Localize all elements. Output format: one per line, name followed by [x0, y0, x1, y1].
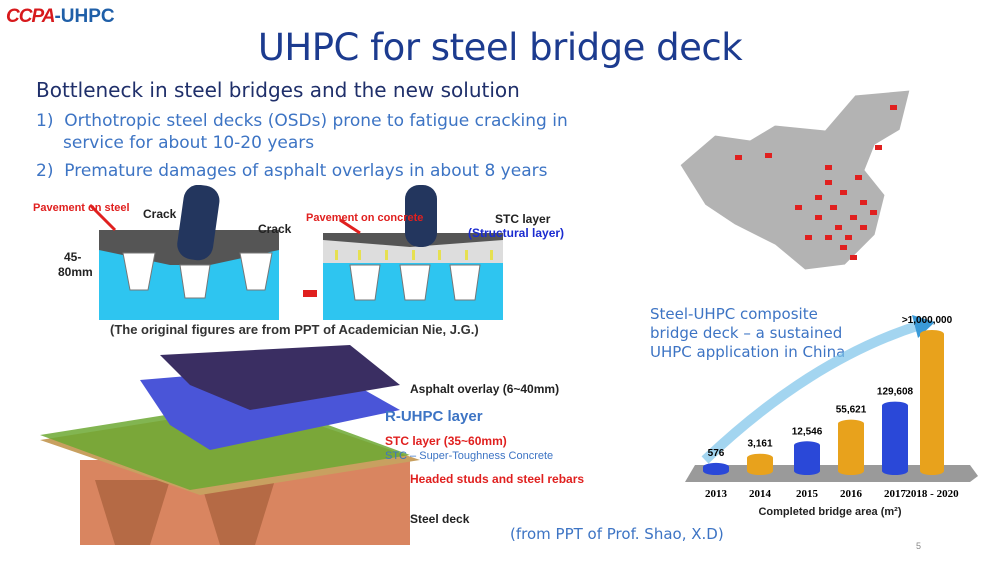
- flag-icon: [835, 225, 842, 230]
- annotation-line: UHPC application in China: [650, 343, 846, 361]
- flag-icon: [870, 210, 877, 215]
- logo-uhpc: -UHPC: [54, 6, 115, 27]
- figure-credit: (The original figures are from PPT of Ac…: [110, 322, 479, 337]
- bar-2015: [794, 441, 820, 475]
- flag-icon: [850, 215, 857, 220]
- label-crack: Crack: [258, 222, 292, 236]
- data-label: 12,546: [792, 426, 823, 437]
- growth-arrowhead: [912, 315, 935, 338]
- flag-icon: [860, 225, 867, 230]
- data-label: >1,000,000: [902, 315, 953, 326]
- logo: CCPA-UHPC: [6, 6, 115, 28]
- page-number: 5: [916, 541, 922, 551]
- x-tick-label: 2015: [796, 488, 819, 500]
- data-label: 3,161: [747, 439, 772, 450]
- bar-2014: [747, 453, 773, 475]
- flag-icon: [825, 165, 832, 170]
- flag-icon: [825, 235, 832, 240]
- slide-subtitle: Bottleneck in steel bridges and the new …: [36, 78, 520, 102]
- source-credit: (from PPT of Prof. Shao, X.D): [510, 525, 724, 543]
- flag-icon: [825, 180, 832, 185]
- growth-arrow: [701, 320, 922, 464]
- data-label: 55,621: [836, 405, 867, 416]
- x-tick-label: 2013: [705, 488, 728, 500]
- x-tick-label: 2018 - 2020: [905, 488, 959, 500]
- label-structural-layer: (Structural layer): [468, 226, 565, 240]
- flag-icon: [795, 205, 802, 210]
- x-axis-label: Completed bridge area (m²): [758, 506, 901, 518]
- list-item: 1) Orthotropic steel decks (OSDs) prone …: [36, 110, 568, 154]
- annotation-line: Steel-UHPC composite: [650, 305, 818, 323]
- flag-icon: [890, 105, 897, 110]
- label-studs: Headed studs and steel rebars: [410, 472, 585, 486]
- data-label: 576: [708, 448, 725, 459]
- label-crack: Crack: [143, 207, 177, 221]
- deck-layers-figure: [40, 345, 420, 545]
- flag-icon: [840, 190, 847, 195]
- flag-icon: [735, 155, 742, 160]
- item-text: Orthotropic steel decks (OSDs) prone to …: [64, 111, 568, 131]
- flag-icon: [840, 245, 847, 250]
- flag-icon: [855, 175, 862, 180]
- item-number: 2): [36, 161, 54, 181]
- flag-icon: [765, 153, 772, 158]
- label-asphalt: Asphalt overlay (6~40mm): [410, 382, 560, 396]
- item-text: Premature damages of asphalt overlays in…: [64, 161, 548, 181]
- flag-icon: [830, 205, 837, 210]
- label-stc-layer: STC layer: [495, 212, 551, 226]
- china-map: [679, 89, 911, 271]
- label-rhupc: R-UHPC layer: [385, 408, 483, 425]
- label-pavement-concrete: Pavement on concrete: [306, 212, 424, 224]
- label-steel-deck: Steel deck: [410, 512, 470, 526]
- x-tick-label: 2014: [749, 488, 772, 500]
- bar-2017: [882, 401, 908, 475]
- item-text: service for about 10-20 years: [63, 133, 315, 153]
- label-stc-definition: STC – Super-Toughness Concrete: [385, 450, 554, 462]
- logo-ccpa: CCPA: [6, 6, 55, 27]
- bar-2018 - 2020: [920, 330, 944, 475]
- flag-icon: [850, 255, 857, 260]
- flag-icon: [860, 200, 867, 205]
- label-thickness: 80mm: [58, 265, 93, 279]
- flag-icon: [815, 195, 822, 200]
- chart-annotation: Steel-UHPC composite bridge deck – a sus…: [650, 305, 845, 362]
- label-pavement-steel: Pavement on steel: [33, 202, 130, 214]
- flag-icon: [815, 215, 822, 220]
- item-number: 1): [36, 111, 54, 131]
- label-thickness: 45-: [64, 250, 82, 264]
- flag-icon: [805, 235, 812, 240]
- x-tick-label: 2016: [840, 488, 863, 500]
- bridge-area-chart: 576 2013 3,161 2014 12,546 2015 55,621 2016 129,…: [685, 315, 978, 518]
- bar-2013: [703, 462, 729, 475]
- flag-icon: [845, 235, 852, 240]
- data-label: 129,608: [877, 387, 914, 398]
- annotation-line: bridge deck – a sustained: [650, 324, 843, 342]
- x-tick-label: 2017: [884, 488, 907, 500]
- slide-title: UHPC for steel bridge deck: [257, 26, 743, 69]
- deck-comparison-figure: [88, 185, 503, 320]
- bar-2016: [838, 419, 864, 475]
- label-stc: STC layer (35~60mm): [385, 434, 507, 448]
- flag-icon: [875, 145, 882, 150]
- arrow-right-icon: [303, 290, 317, 297]
- list-item: 2) Premature damages of asphalt overlays…: [36, 160, 547, 182]
